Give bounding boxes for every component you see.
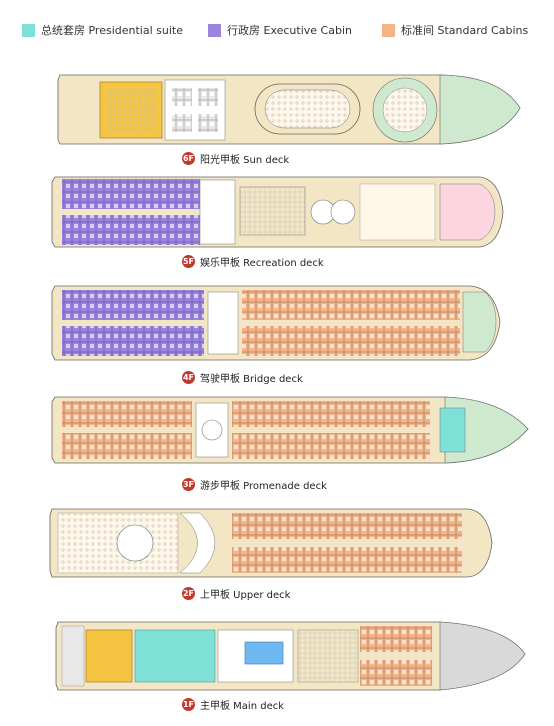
deck-label-promenade: 3F 游步甲板 Promenade deck xyxy=(182,477,327,492)
deck-plan-promenade xyxy=(51,396,529,464)
legend: 总统套房 Presidential suite 行政房 Executive Ca… xyxy=(0,22,554,42)
deck-name: 阳光甲板 Sun deck xyxy=(200,155,290,166)
deck-name: 娱乐甲板 Recreation deck xyxy=(200,258,324,269)
deck-badge: 6F xyxy=(182,152,195,165)
deck-label-upper: 2F 上甲板 Upper deck xyxy=(182,586,290,601)
deck-name: 游步甲板 Promenade deck xyxy=(200,481,327,492)
deck-badge: 2F xyxy=(182,587,195,600)
deck-name: 主甲板 Main deck xyxy=(200,701,285,712)
deck-plan-main xyxy=(55,621,526,691)
deck-label-main: 1F 主甲板 Main deck xyxy=(182,697,284,712)
deck-label-recreation: 5F 娱乐甲板 Recreation deck xyxy=(182,254,324,269)
deck-plan-upper xyxy=(49,508,493,578)
legend-label: 行政房 Executive Cabin xyxy=(227,24,352,37)
executive-swatch xyxy=(208,23,221,37)
deck-badge: 3F xyxy=(182,478,195,491)
deck-badge: 1F xyxy=(182,698,195,711)
deck-badge: 5F xyxy=(182,255,195,268)
presidential-swatch xyxy=(22,23,35,37)
deck-label-sun: 6F 阳光甲板 Sun deck xyxy=(182,151,289,166)
deck-plan-bridge xyxy=(51,285,501,361)
deck-plan-recreation xyxy=(51,176,504,248)
legend-label: 总统套房 Presidential suite xyxy=(41,24,183,37)
legend-item-presidential: 总统套房 Presidential suite xyxy=(22,22,183,38)
deck-label-bridge: 4F 驾驶甲板 Bridge deck xyxy=(182,370,303,385)
legend-item-executive: 行政房 Executive Cabin xyxy=(208,22,352,38)
legend-label: 标准间 Standard Cabins xyxy=(401,24,529,37)
deck-name: 上甲板 Upper deck xyxy=(200,590,291,601)
legend-item-standard: 标准间 Standard Cabins xyxy=(382,22,528,38)
deck-name: 驾驶甲板 Bridge deck xyxy=(200,374,303,385)
deck-badge: 4F xyxy=(182,371,195,384)
standard-swatch xyxy=(382,23,395,37)
deck-plan-sun xyxy=(57,74,521,145)
